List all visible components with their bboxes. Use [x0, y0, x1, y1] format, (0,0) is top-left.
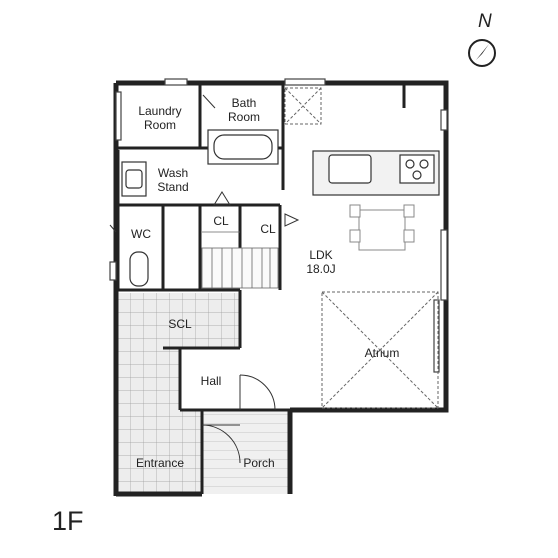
label-cl-1: CL — [213, 214, 229, 228]
north-letter: N — [478, 11, 492, 32]
label-porch: Porch — [243, 456, 275, 470]
floor-label: 1F — [52, 506, 84, 536]
dining-table — [349, 204, 415, 251]
kitchen-counter — [312, 150, 440, 196]
label-atrium: Atrium — [364, 346, 400, 360]
bathtub — [207, 129, 279, 165]
label-entrance: Entrance — [135, 456, 185, 470]
label-cl-2: CL — [260, 222, 276, 236]
porch-floor — [202, 410, 290, 494]
entrance-floor — [118, 348, 180, 494]
doors — [109, 94, 300, 464]
interior-walls — [116, 85, 406, 494]
windows — [109, 78, 448, 373]
label-wc: WC — [131, 227, 151, 241]
scl-floor — [118, 293, 240, 348]
north-arrow-icon — [468, 39, 496, 67]
label-hall: Hall — [200, 374, 222, 388]
atrium-void — [284, 87, 439, 409]
label-scl: SCL — [168, 317, 192, 331]
wash-basin — [121, 161, 147, 197]
entrance-floor-2 — [180, 410, 202, 494]
stairs — [201, 231, 279, 289]
toilet — [129, 251, 149, 287]
